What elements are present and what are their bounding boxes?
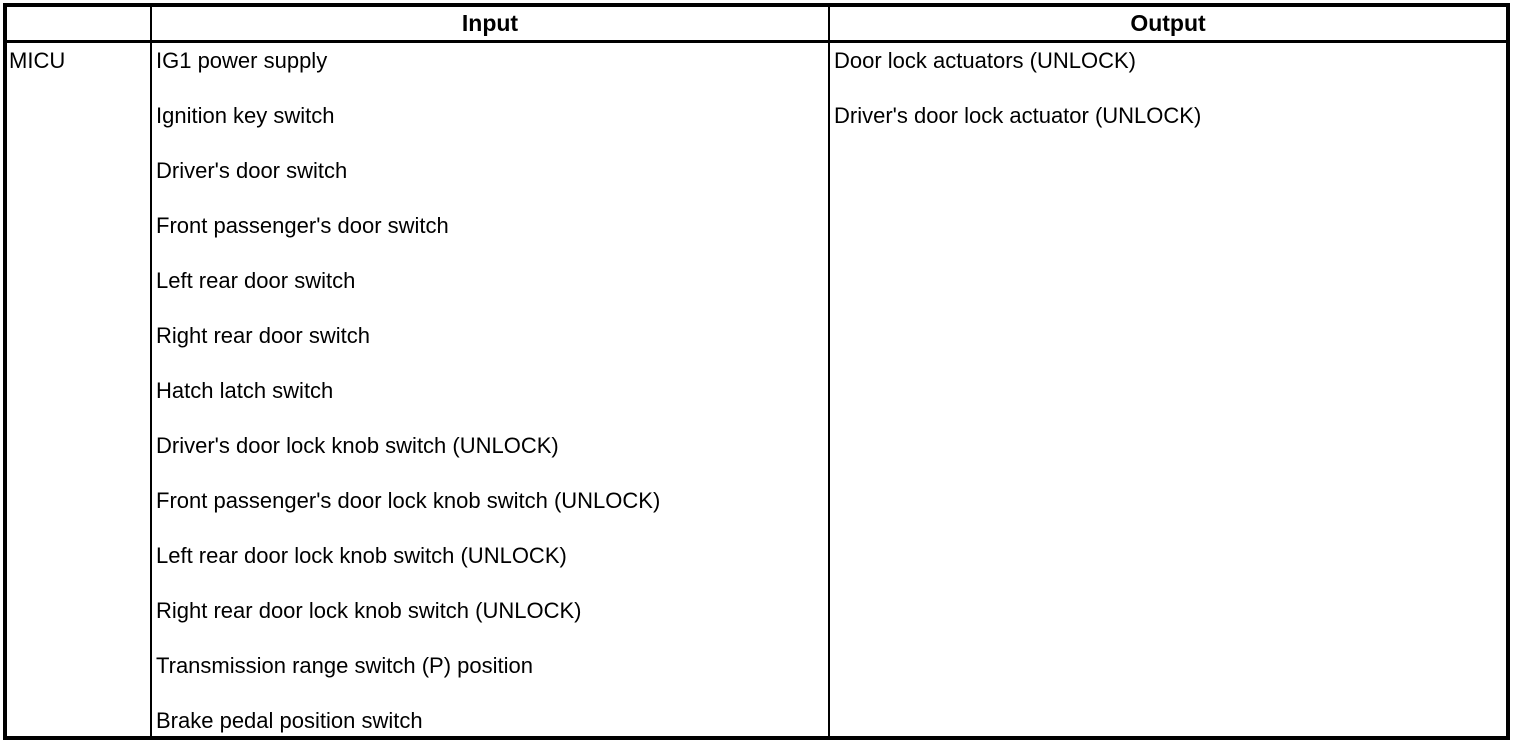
- header-cell-output: Output: [828, 7, 1506, 43]
- input-item: Left rear door switch: [156, 268, 356, 293]
- output-list: Door lock actuators (UNLOCK) Driver's do…: [828, 43, 1506, 736]
- input-item: Transmission range switch (P) position: [156, 653, 533, 678]
- input-item: Front passenger's door switch: [156, 213, 449, 238]
- input-item: Front passenger's door lock knob switch …: [156, 488, 661, 513]
- input-item: IG1 power supply: [156, 48, 328, 73]
- module-cell: MICU: [7, 43, 150, 736]
- input-item: Right rear door switch: [156, 323, 370, 348]
- header-cell-module-blank: [7, 7, 150, 43]
- output-item: Driver's door lock actuator (UNLOCK): [834, 103, 1202, 128]
- input-item: Driver's door switch: [156, 158, 348, 183]
- module-label: MICU: [9, 48, 66, 73]
- input-item: Hatch latch switch: [156, 378, 334, 403]
- input-item: Left rear door lock knob switch (UNLOCK): [156, 543, 567, 568]
- input-item: Ignition key switch: [156, 103, 335, 128]
- header-cell-input: Input: [150, 7, 828, 43]
- output-item: Door lock actuators (UNLOCK): [834, 48, 1136, 73]
- input-item: Driver's door lock knob switch (UNLOCK): [156, 433, 559, 458]
- input-list: IG1 power supply Ignition key switch Dri…: [150, 43, 828, 736]
- input-item: Brake pedal position switch: [156, 708, 423, 733]
- input-output-table: Input Output MICU IG1 power supply Ignit…: [3, 3, 1510, 740]
- input-item: Right rear door lock knob switch (UNLOCK…: [156, 598, 582, 623]
